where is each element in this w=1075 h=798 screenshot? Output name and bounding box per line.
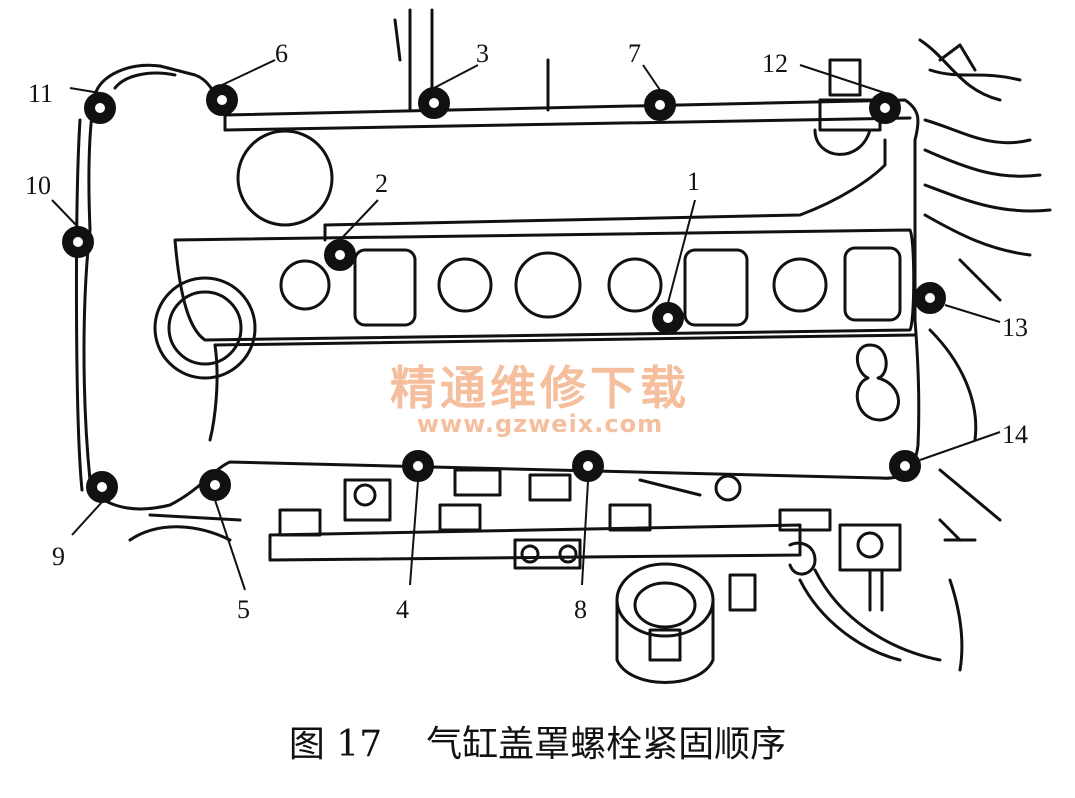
bolt-5 xyxy=(199,469,231,501)
bolt-label-6: 6 xyxy=(275,39,288,68)
bolt-label-9: 9 xyxy=(52,542,65,571)
bolt-label-12: 12 xyxy=(762,49,788,78)
bolt-label-11: 11 xyxy=(28,79,53,108)
watermark-url: www.gzweix.com xyxy=(416,410,664,438)
bolt-7 xyxy=(644,89,676,121)
bolt-11 xyxy=(84,92,116,124)
bolt-14 xyxy=(889,450,921,482)
bolt-label-10: 10 xyxy=(25,171,51,200)
bolt-13 xyxy=(914,282,946,314)
bolt-label-8: 8 xyxy=(574,595,587,624)
bolt-label-7: 7 xyxy=(628,39,641,68)
bolt-label-2: 2 xyxy=(375,169,388,198)
bolt-8 xyxy=(572,450,604,482)
bolt-label-4: 4 xyxy=(396,595,409,624)
bolt-3 xyxy=(418,87,450,119)
bolt-4 xyxy=(402,450,434,482)
figure-number: 图 17 xyxy=(288,724,383,765)
figure-caption: 图 17 气缸盖罩螺栓紧固顺序 xyxy=(0,715,1075,767)
bolt-1 xyxy=(652,302,684,334)
cylinder-head-cover-diagram: 1 2 3 4 5 6 7 8 9 10 11 12 13 14 xyxy=(25,8,1052,684)
bolt-label-5: 5 xyxy=(237,595,250,624)
bolt-9 xyxy=(86,471,118,503)
bolt-label-13: 13 xyxy=(1002,313,1028,342)
bolt-label-1: 1 xyxy=(687,167,700,196)
watermark-site-name: 精通维修下载 xyxy=(390,361,690,415)
bolt-6 xyxy=(206,84,238,116)
bolt-10 xyxy=(62,226,94,258)
bolt-12 xyxy=(869,92,901,124)
bolt-label-14: 14 xyxy=(1002,420,1028,449)
bolt-label-3: 3 xyxy=(476,39,489,68)
figure-title: 气缸盖罩螺栓紧固顺序 xyxy=(426,724,787,765)
bolt-2 xyxy=(324,239,356,271)
